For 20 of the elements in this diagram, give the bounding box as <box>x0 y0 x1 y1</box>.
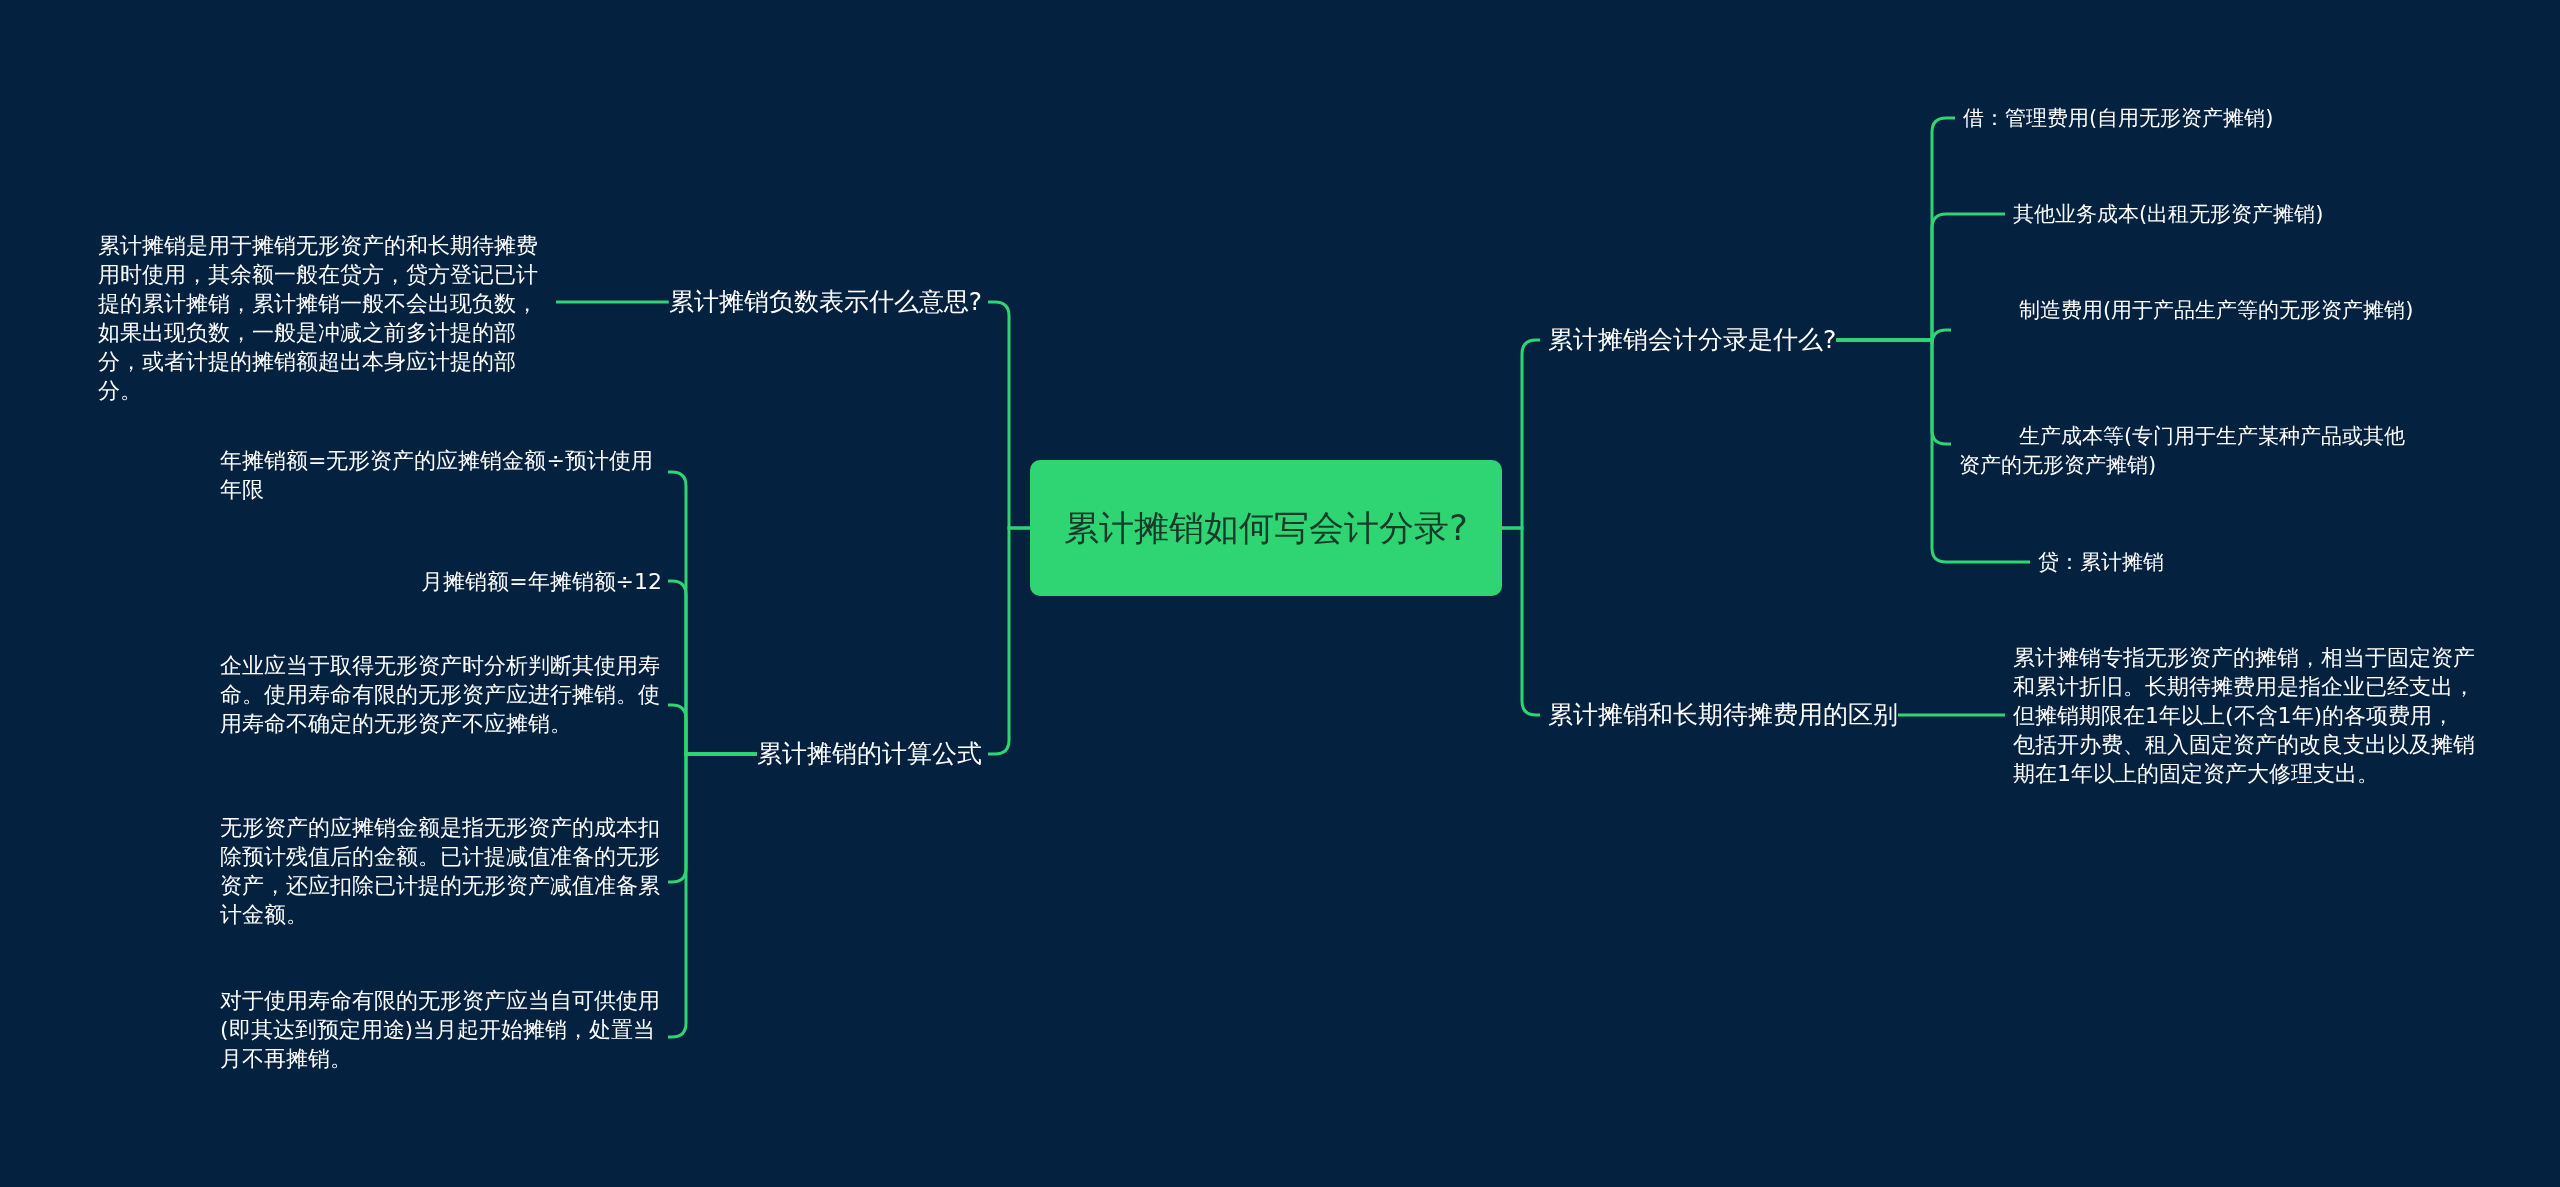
connector-line <box>1898 713 2005 717</box>
note-text: 年摊销额=无形资产的应摊销金额÷预计使用年限 <box>220 446 668 504</box>
topic-text: 借：管理费用(自用无形资产摊销) <box>1955 104 2274 133</box>
topic-text: 累计摊销和长期待摊费用的区别 <box>1540 696 1898 734</box>
topic-text: 其他业务成本(出租无形资产摊销) <box>2005 200 2324 229</box>
connector-line <box>556 300 669 304</box>
topic-text: 累计摊销会计分录是什么? <box>1540 321 1837 359</box>
note-text: 无形资产的应摊销金额是指无形资产的成本扣除预计残值后的金额。已计提减值准备的无形资产，还应扣除已计提的无形资产减值准备累计金额。 <box>220 813 668 929</box>
topic-text: 累计摊销负数表示什么意思? <box>668 283 988 321</box>
note-text: 企业应当于取得无形资产时分析判断其使用寿命。使用寿命有限的无形资产应进行摊销。使用寿命不确定的无形资产不应摊销。 <box>220 651 668 738</box>
note-text: 对于使用寿命有限的无形资产应当自可供使用(即其达到预定用途)当月起开始摊销，处置当月不再摊销。 <box>220 986 668 1073</box>
topic-text: 月摊销额=年摊销额÷12 <box>421 567 668 596</box>
topic-text: 贷：累计摊销 <box>2030 548 2164 577</box>
connector-line <box>1836 338 2030 564</box>
note-text: 累计摊销专指无形资产的摊销，相当于固定资产和累计折旧。长期待摊费用是指企业已经支出，但摊销期限在1年以上(不含1年)的各项费用，包括开办费、租入固定资产的改良支出以及摊销期在1年以上的固定资产大修理支出。 <box>2005 643 2475 788</box>
note-text: 生产成本等(专门用于生产某种产品或其他资产的无形资产摊销) <box>1951 422 2421 480</box>
topic-text: 累计摊销的计算公式 <box>757 735 988 773</box>
note-text: 累计摊销是用于摊销无形资产的和长期待摊费用时使用，其余额一般在贷方，贷方登记已计提的累计摊销，累计摊销一般不会出现负数，如果出现负数，一般是冲减之前多计提的部分，或者计提的摊销额超出本身应计提的部分。 <box>98 231 556 405</box>
note-text: 制造费用(用于产品生产等的无形资产摊销) <box>1951 296 2421 325</box>
central-topic-box: 累计摊销如何写会计分录? <box>1030 460 1502 596</box>
